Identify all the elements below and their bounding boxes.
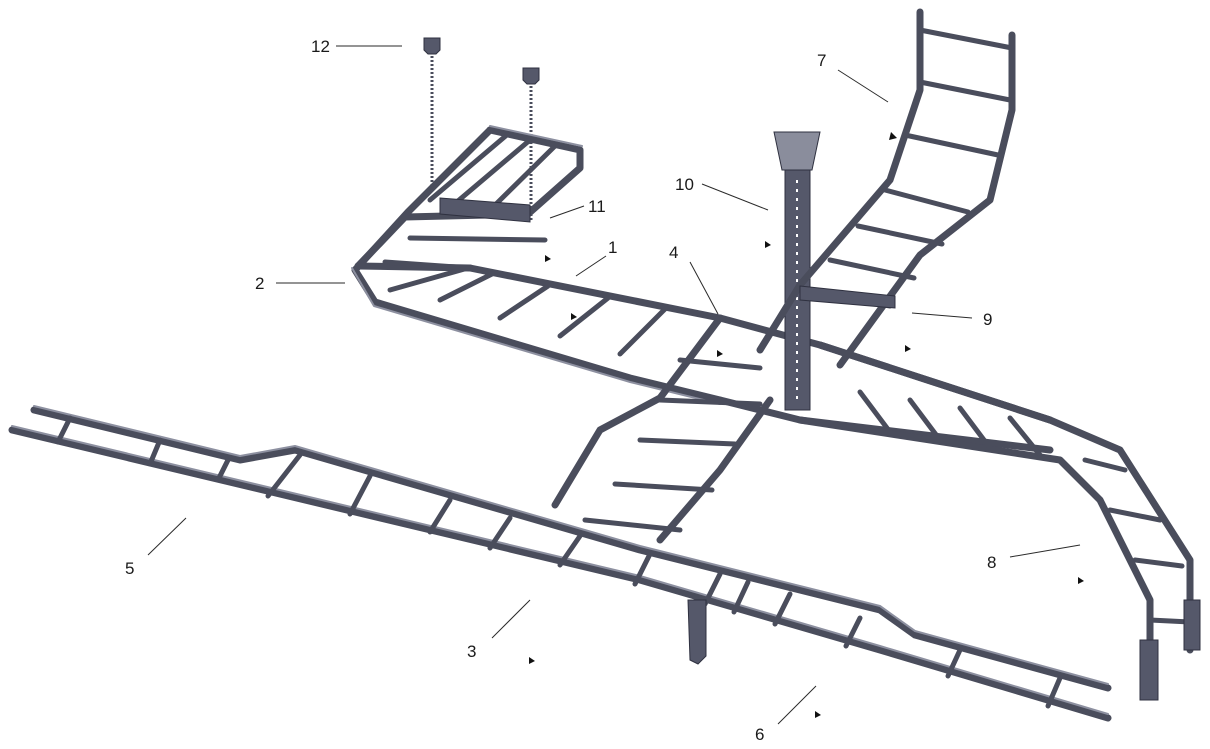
callout-11: 11 [588,197,606,216]
ceiling-clamp-1 [423,37,441,55]
leader-9 [911,312,973,319]
leader-10 [701,183,769,211]
callout-4: 4 [669,243,678,262]
ceiling-clamp-2 [522,67,540,85]
cantilever-bracket [799,285,896,309]
under-bracket [687,599,707,665]
callout-8: 8 [987,553,996,572]
callout-7: 7 [817,51,826,70]
upper-left-ladder [351,125,724,405]
central-tee [551,131,1054,544]
direction-pointers [529,132,1084,718]
leader-11 [549,205,585,219]
lower-straight-run [8,405,1112,722]
leader-6 [777,685,817,725]
leader-lines [147,45,1081,725]
leader-8 [1009,544,1081,558]
leader-5 [147,517,187,556]
callout-2: 2 [255,274,264,293]
callout-6: 6 [755,725,764,744]
callout-3: 3 [467,642,476,661]
leader-4 [689,261,719,315]
threaded-rod-hangers [423,37,540,222]
callout-5: 5 [125,559,134,578]
leader-1 [575,255,607,277]
leader-7 [837,69,889,103]
callout-9: 9 [983,310,992,329]
support-channel [439,197,531,223]
callout-10: 10 [675,175,694,194]
callout-1: 1 [608,238,617,257]
vertical-riser-ladder [756,8,1016,369]
right-vertical-bend [796,341,1201,701]
callout-12: 12 [311,37,330,56]
callout-labels: 12 7 10 11 1 4 2 9 5 8 3 6 [125,37,996,744]
leader-3 [491,599,531,639]
